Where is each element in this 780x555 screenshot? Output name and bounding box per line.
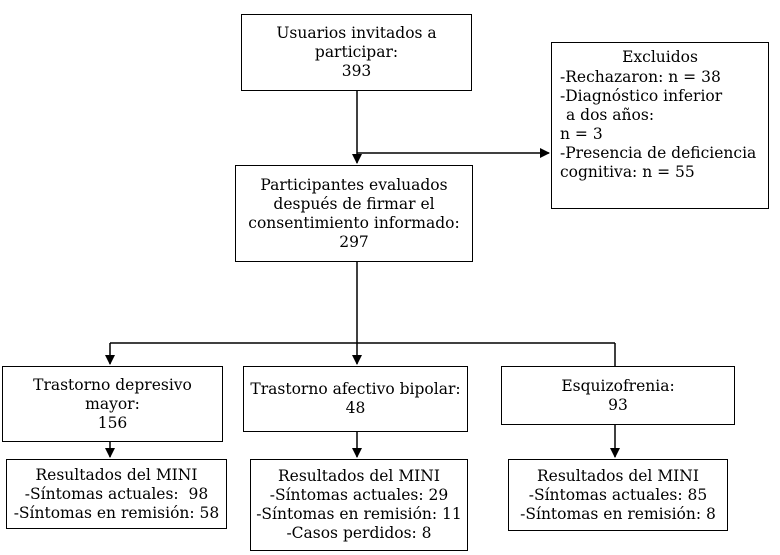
results-2-current: -Síntomas actuales: 29 [269, 486, 449, 504]
excluded-box: Excluidos -Rechazaron: n = 38 -Diagnósti… [551, 42, 769, 209]
excluded-title: Excluidos [622, 48, 698, 66]
group-2-line-1: Trastorno afectivo bipolar: [250, 380, 461, 398]
results-2-remission: -Síntomas en remisión: 11 [256, 505, 462, 523]
results-bipolar-box: Resultados del MINI -Síntomas actuales: … [250, 459, 468, 551]
invited-line-2: participar: [314, 43, 399, 61]
group-depressive-box: Trastorno depresivo mayor: 156 [2, 366, 223, 442]
evaluated-line-2: después de firmar el [273, 194, 435, 213]
invited-count: 393 [341, 62, 372, 80]
results-2-lost: -Casos perdidos: 8 [286, 524, 432, 542]
results-3-current: -Síntomas actuales: 85 [528, 485, 708, 504]
group-3-count: 93 [608, 395, 628, 414]
results-1-current: -Síntomas actuales: 98 [24, 484, 209, 503]
results-3-title: Resultados del MINI [536, 466, 699, 485]
results-schizophrenia-box: Resultados del MINI -Síntomas actuales: … [508, 459, 728, 531]
excluded-cognitive-1: -Presencia de deficiencia [560, 144, 757, 162]
evaluated-line-3: consentimiento informado: [248, 213, 460, 232]
group-2-count: 48 [345, 399, 366, 417]
group-schizophrenia-box: Esquizofrenia: 93 [501, 366, 735, 425]
evaluated-line-1: Participantes evaluados [260, 175, 448, 194]
evaluated-count: 297 [339, 232, 369, 251]
results-depressive-box: Resultados del MINI -Síntomas actuales: … [6, 459, 227, 529]
excluded-diagnosis-1: -Diagnóstico inferior [560, 87, 723, 105]
excluded-diagnosis-2: a dos años: [566, 106, 655, 124]
results-3-remission: -Síntomas en remisión: 8 [520, 504, 716, 523]
results-1-title: Resultados del MINI [35, 465, 198, 484]
invited-users-box: Usuarios invitados a participar: 393 [241, 14, 472, 91]
group-bipolar-box: Trastorno afectivo bipolar: 48 [243, 366, 468, 432]
results-1-remission: -Síntomas en remisión: 58 [13, 503, 220, 522]
group-3-line-1: Esquizofrenia: [561, 376, 675, 395]
excluded-cognitive-2: cognitiva: n = 55 [560, 163, 695, 181]
excluded-diagnosis-count: n = 3 [560, 125, 603, 143]
evaluated-participants-box: Participantes evaluados después de firma… [235, 165, 473, 262]
excluded-rejected: -Rechazaron: n = 38 [560, 68, 721, 86]
results-2-title: Resultados del MINI [277, 467, 440, 485]
group-1-count: 156 [97, 413, 128, 432]
group-1-line-2: mayor: [85, 394, 140, 413]
group-1-line-1: Trastorno depresivo [33, 375, 192, 394]
invited-line-1: Usuarios invitados a [276, 24, 437, 42]
